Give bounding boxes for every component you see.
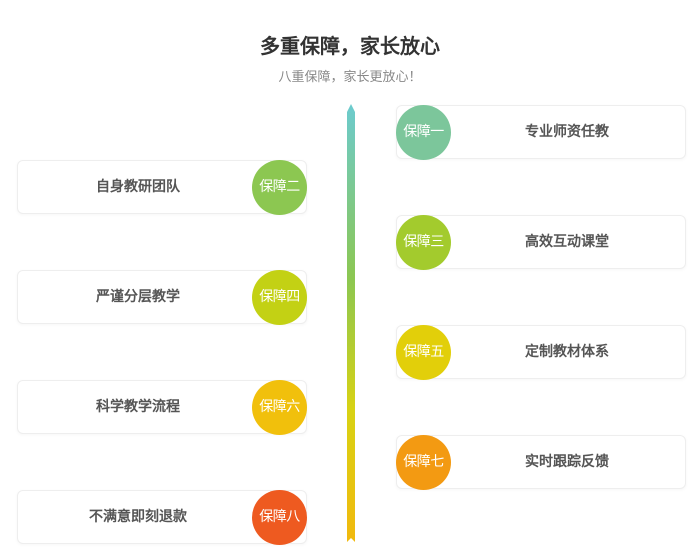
guarantee-badge-5: 保障五 [396, 325, 451, 380]
guarantee-badge-6: 保障六 [252, 380, 307, 435]
guarantee-card-1: 保障一 专业师资任教 [396, 105, 686, 160]
guarantee-label-1: 专业师资任教 [525, 124, 609, 140]
guarantee-label-3: 高效互动课堂 [525, 234, 609, 250]
guarantee-card-5: 保障五 定制教材体系 [396, 325, 686, 380]
guarantee-card-6: 科学教学流程 保障六 [17, 380, 307, 435]
guarantee-label-5: 定制教材体系 [525, 344, 609, 360]
guarantee-label-6: 科学教学流程 [96, 399, 180, 415]
guarantee-label-8: 不满意即刻退款 [89, 509, 187, 525]
page-subtitle: 八重保障，家长更放心！ [278, 70, 422, 85]
guarantee-label-7: 实时跟踪反馈 [525, 454, 609, 470]
guarantee-badge-7: 保障七 [396, 435, 451, 490]
guarantee-card-2: 自身教研团队 保障二 [17, 160, 307, 215]
guarantee-label-4: 严谨分层教学 [96, 289, 180, 305]
guarantee-card-7: 保障七 实时跟踪反馈 [396, 435, 686, 490]
guarantee-badge-1: 保障一 [396, 105, 451, 160]
guarantee-badge-8: 保障八 [252, 490, 307, 545]
guarantee-badge-2: 保障二 [252, 160, 307, 215]
guarantee-card-3: 保障三 高效互动课堂 [396, 215, 686, 270]
guarantee-card-8: 不满意即刻退款 保障八 [17, 490, 307, 545]
timeline-axis [347, 104, 355, 542]
guarantee-badge-4: 保障四 [252, 270, 307, 325]
guarantee-label-2: 自身教研团队 [96, 179, 180, 195]
guarantee-card-4: 严谨分层教学 保障四 [17, 270, 307, 325]
guarantee-badge-3: 保障三 [396, 215, 451, 270]
page-title: 多重保障，家长放心 [260, 34, 440, 58]
